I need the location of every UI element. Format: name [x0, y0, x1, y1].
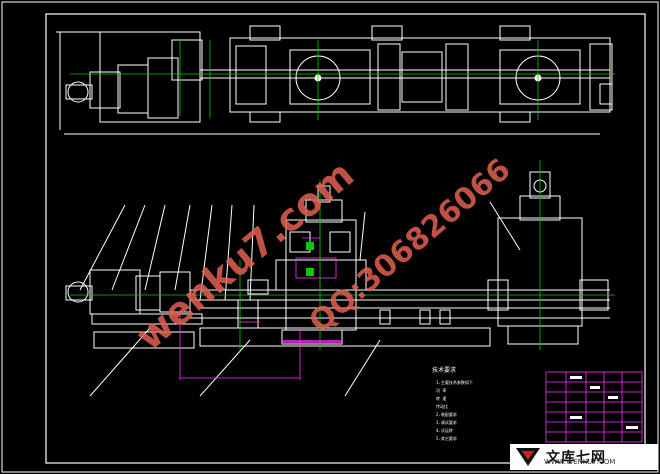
notes-title: 技术要求: [432, 366, 456, 374]
note-line: 功 率: [436, 387, 446, 393]
note-line: 5.其它要求: [436, 435, 457, 441]
site-name: 文库七网: [546, 450, 606, 466]
note-line: 3.调试要求: [436, 419, 457, 425]
note-line: 转 速: [436, 395, 446, 401]
note-line: 4.试运转: [436, 427, 453, 433]
note-line: 1.主要技术参数如下: [436, 379, 473, 385]
note-line: 传动比: [436, 403, 448, 409]
hatched-base: [282, 340, 342, 344]
colored-markers: [306, 242, 314, 276]
title-block: [545, 371, 643, 443]
front-center-lines: [70, 160, 615, 350]
top-center-lines: [70, 40, 615, 120]
note-line: 2.装配要求: [436, 411, 457, 417]
title-block-fill: [570, 376, 638, 429]
site-url: WWW.WENKU7.COM: [544, 458, 616, 466]
site-badge[interactable]: 文库七网 WWW.WENKU7.COM: [510, 444, 658, 470]
top-view: [56, 25, 613, 135]
inner-frame: [45, 13, 646, 464]
front-dimension-lines: [179, 237, 337, 380]
technical-notes: 技术要求 1.主要技术参数如下 功 率 转 速 传动比 2.装配要求 3.调试要…: [432, 366, 473, 441]
logo-icon: [516, 448, 540, 466]
